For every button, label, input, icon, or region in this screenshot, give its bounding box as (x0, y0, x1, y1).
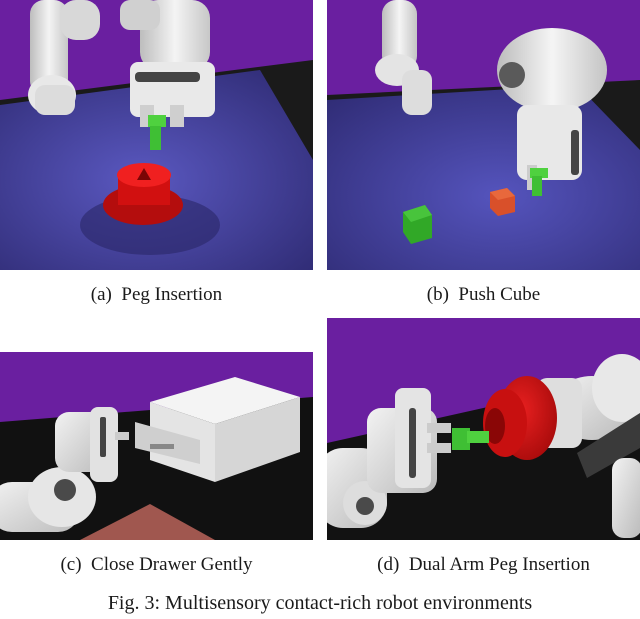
robot-arm-left (327, 388, 451, 528)
green-peg (452, 428, 489, 450)
robot-arm-background (375, 0, 432, 115)
panel-push-cube-image (327, 0, 640, 270)
red-hole-fixture (483, 376, 557, 460)
green-peg (530, 168, 548, 196)
green-cube (403, 205, 432, 244)
subcaption-b: (b) Push Cube (426, 284, 541, 305)
blue-floor (327, 85, 640, 270)
subcaption-a: (a) Peg Insertion (90, 284, 223, 305)
green-peg (148, 115, 166, 150)
panel-peg-insertion-image (0, 0, 313, 270)
drawer-cabinet (135, 377, 300, 482)
robot-arm-right (537, 354, 640, 538)
panel-dual-arm-peg-insertion-image (327, 318, 640, 540)
red-target-mat (80, 504, 215, 540)
robot-arm-gripper (497, 28, 607, 190)
drawer-handle (150, 444, 174, 449)
drawer-front (135, 422, 200, 464)
figure-caption: Fig. 3: Multisensory contact-rich robot … (107, 592, 533, 614)
red-hole-fixture (103, 163, 183, 225)
robot-arm-gripper (120, 0, 215, 127)
subcaption-c: (c) Close Drawer Gently (60, 554, 253, 575)
robot-arm (0, 407, 129, 532)
subcaption-d: (d) Dual Arm Peg Insertion (377, 554, 590, 575)
panel-close-drawer-image (0, 352, 313, 540)
robot-arm-left (28, 0, 100, 115)
red-cube (490, 188, 515, 216)
